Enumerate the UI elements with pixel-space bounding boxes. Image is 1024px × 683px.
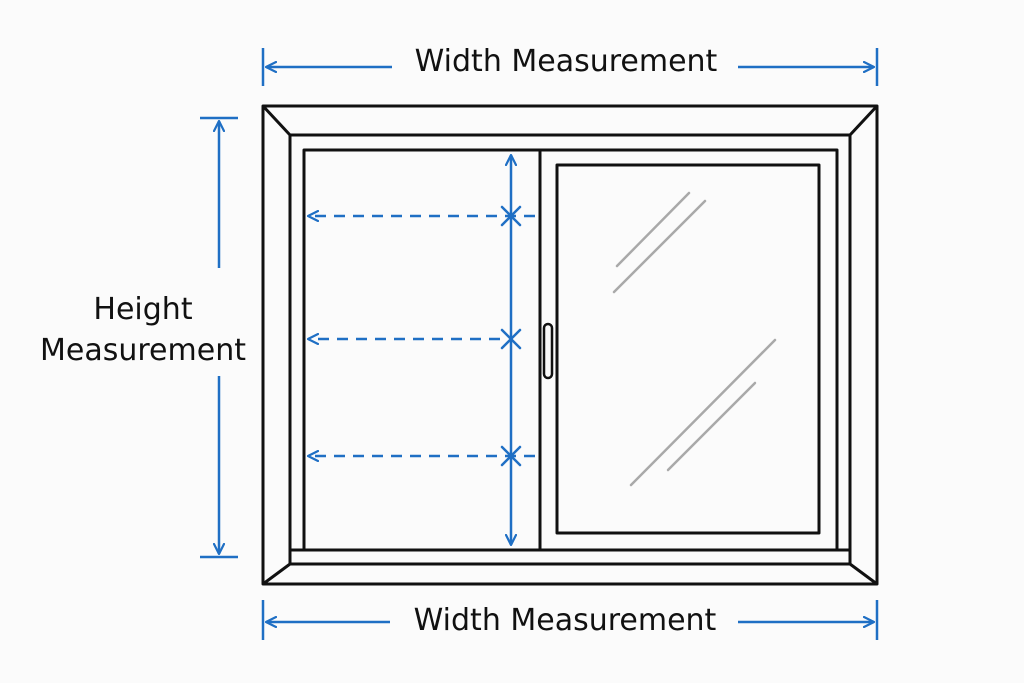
glare-line xyxy=(629,338,777,487)
frame-bevel-top-right xyxy=(848,104,879,137)
outer-frame xyxy=(261,104,879,586)
height-measurement-label: Height Measurement xyxy=(30,289,256,371)
window-frame xyxy=(261,104,879,586)
frame-bevel-top-left xyxy=(261,104,292,137)
width-dimension-top xyxy=(261,48,879,86)
x-mark-icon xyxy=(500,328,522,350)
x-mark-icon xyxy=(500,445,522,467)
width-measurement-label-top: Width Measurement xyxy=(400,44,732,80)
inner-width-dimensions xyxy=(308,216,535,456)
inner-frame xyxy=(288,133,852,566)
x-mark-icon xyxy=(500,205,522,227)
height-label-line-1: Height xyxy=(93,292,193,327)
frame-bevel-bottom-right xyxy=(849,562,878,586)
height-label-line-2: Measurement xyxy=(40,333,246,368)
right-sash-glass xyxy=(555,163,821,535)
glare-line xyxy=(612,199,707,294)
glass-glare xyxy=(612,191,777,487)
width-dimension-bottom xyxy=(261,600,879,640)
right-sash-outer xyxy=(538,148,839,552)
width-measurement-label-bottom: Width Measurement xyxy=(398,603,732,639)
glare-line xyxy=(666,381,757,472)
x-mark-icons xyxy=(500,205,522,467)
frame-bevel-bottom-left xyxy=(262,562,291,586)
glare-line xyxy=(615,191,691,268)
handle-icon xyxy=(542,322,554,380)
height-dimension xyxy=(200,116,238,559)
